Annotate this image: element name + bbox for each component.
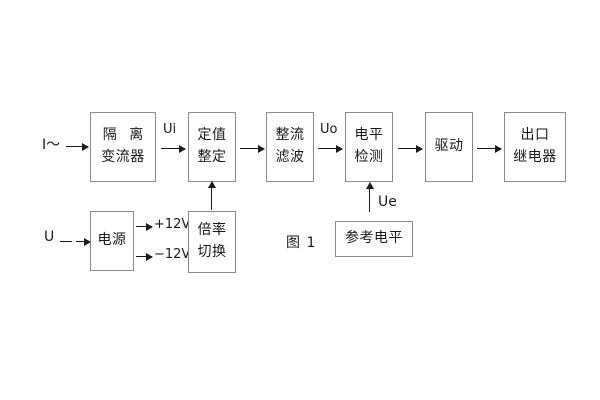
block-rectify-filter-line-1: 整流 (275, 127, 305, 144)
arrow-rail-positive (136, 222, 153, 231)
block-isolation-ct-line-1: 隔 离 (102, 127, 148, 144)
arrow-setting-to-rectify (240, 144, 265, 153)
block-rectify-filter-line-2: 滤波 (275, 149, 305, 165)
rail-negative-label: −12V (154, 247, 191, 262)
figure-caption: 图 1 (286, 235, 317, 251)
voltage-input-label: U (44, 229, 55, 245)
block-reference-level-line-1: 参考电平 (345, 230, 403, 247)
block-level-detect-line-1: 电平 (354, 127, 384, 144)
arrow-current-to-isolation (66, 142, 89, 151)
arrow-isolation-to-setting (161, 144, 186, 153)
signal-label-ui: Ui (163, 122, 177, 137)
block-drive[interactable]: 驱动 (425, 112, 473, 182)
block-ratio-switch-line-1: 倍率 (197, 222, 227, 239)
lead-voltage-input (60, 241, 72, 242)
block-reference-level[interactable]: 参考电平 (335, 221, 413, 257)
block-drive-line-1: 驱动 (434, 138, 464, 155)
block-isolation-ct-line-2: 变流器 (101, 149, 145, 165)
block-power-supply-line-1: 电源 (97, 232, 127, 249)
signal-label-uo: Uo (320, 122, 338, 137)
diagram-frame (22, 34, 578, 366)
block-level-detect[interactable]: 电平 检测 (345, 112, 393, 182)
block-ratio-switch-line-2: 切换 (197, 244, 227, 260)
block-isolation-ct[interactable]: 隔 离 变流器 (90, 112, 156, 182)
arrow-voltage-to-power (76, 237, 91, 246)
arrow-drive-to-relay (477, 144, 502, 153)
block-output-relay-line-2: 继电器 (513, 149, 557, 165)
block-power-supply[interactable]: 电源 (90, 211, 134, 271)
arrow-rectify-to-level (318, 144, 343, 153)
signal-label-ue: Ue (378, 194, 397, 210)
block-level-detect-line-2: 检测 (354, 149, 384, 165)
block-output-relay[interactable]: 出口 继电器 (504, 112, 566, 182)
arrow-rail-negative (136, 252, 153, 261)
arrow-reference-to-level (365, 182, 374, 212)
arrow-ratio-to-setting (207, 181, 216, 210)
arrow-level-to-drive (398, 144, 423, 153)
rail-positive-label: +12V (154, 217, 191, 232)
block-setting-value-line-1: 定值 (197, 127, 227, 144)
current-input-label: I～ (42, 137, 61, 153)
block-ratio-switch[interactable]: 倍率 切换 (188, 211, 236, 273)
block-output-relay-line-1: 出口 (520, 127, 550, 144)
block-setting-value-line-2: 整定 (197, 149, 227, 165)
block-rectify-filter[interactable]: 整流 滤波 (266, 112, 314, 182)
block-setting-value[interactable]: 定值 整定 (188, 112, 236, 182)
